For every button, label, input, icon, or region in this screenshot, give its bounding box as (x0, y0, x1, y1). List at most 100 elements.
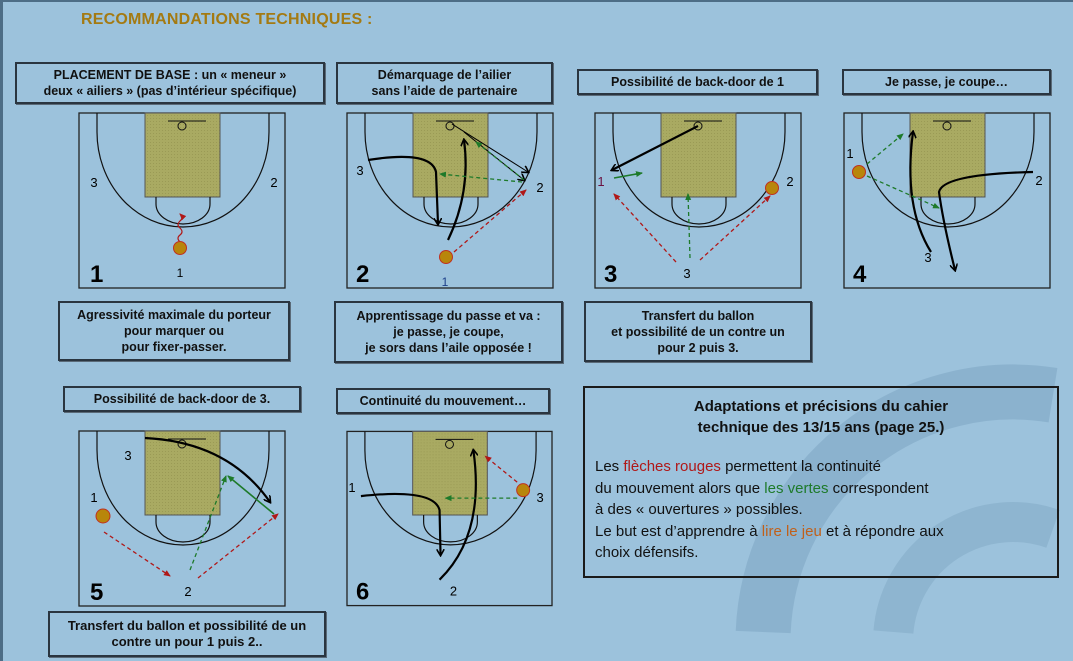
diagram-3-heading: Possibilité de back-door de 1 (577, 69, 818, 95)
caption-line: Transfert du ballon (641, 308, 755, 323)
basket-hoop (693, 121, 703, 131)
ball-handler (173, 241, 187, 255)
court-diagram-2: 1 2 3 2 (346, 112, 554, 289)
green-arrows-highlight: les vertes (764, 479, 829, 497)
player-label: 3 (683, 266, 690, 281)
free-throw-semicircle (423, 515, 478, 543)
red-arrows-highlight: flèches rouges (623, 458, 721, 475)
black-cut-arrow (447, 140, 466, 241)
player-label: 2 (270, 175, 277, 190)
three-point-line (612, 113, 786, 228)
free-throw-semicircle (671, 197, 727, 225)
caption-line: Agressivité maximale du porteur (77, 308, 271, 322)
free-throw-semicircle (155, 515, 211, 543)
ball-handler (852, 165, 866, 179)
text: Les (595, 458, 624, 475)
diagram-1-caption: Agressivité maximale du porteur pour mar… (58, 301, 290, 361)
red-pass-arrow (453, 189, 527, 253)
basket-hoop (445, 439, 454, 449)
court-diagram-4: 1 2 3 4 (843, 112, 1051, 289)
caption-line: je passe, je coupe, (393, 325, 504, 339)
green-pass-arrow (189, 475, 227, 571)
player-label: 3 (90, 175, 97, 190)
black-cut-arrow (360, 492, 441, 555)
text: permettent la continuité (720, 458, 882, 475)
player-label: 2 (184, 584, 191, 599)
watermark-logo (735, 364, 1060, 635)
watermark-inner-arc (873, 502, 1060, 635)
text: et à répondre aux (821, 522, 944, 540)
diagram-2-caption: Apprentissage du passe et va : je passe,… (334, 301, 563, 363)
painted-key (660, 112, 737, 198)
diagram-6-heading: Continuité du mouvement… (336, 388, 550, 414)
watermark-outer-arc (735, 364, 1058, 634)
black-cut-arrow (937, 170, 1034, 270)
player-label: 2 (450, 584, 457, 599)
player-label: 1 (846, 146, 853, 161)
black-cut-arrow (367, 155, 438, 224)
heading-line: Démarquage de l’ailier (377, 68, 512, 82)
text: du mouvement alors que (595, 479, 765, 497)
text: Le but est d’apprendre à (595, 522, 762, 540)
diagram-1-heading: PLACEMENT DE BASE : un « meneur » deux «… (15, 62, 325, 104)
heading-line: sans l’aide de partenaire (371, 84, 518, 98)
free-throw-semicircle (920, 197, 976, 225)
ball-handler (516, 483, 531, 498)
player-label: 1 (442, 275, 449, 289)
diagram-number: 5 (90, 579, 103, 606)
caption-line: contre un pour 1 puis 2.. (111, 634, 263, 649)
red-pass-arrow (197, 513, 279, 579)
ball-handler (439, 250, 453, 264)
green-pass-arrow (475, 141, 525, 181)
player-label: 2 (786, 174, 793, 189)
player-label: 2 (1035, 173, 1042, 188)
green-move-arrow (613, 171, 643, 179)
court-diagram-1: 1 2 3 1 (78, 112, 286, 289)
red-pass-arrow (484, 455, 518, 483)
adaptations-note: Adaptations et précisions du cahier tech… (583, 386, 1059, 578)
caption-line: pour fixer-passer. (121, 340, 227, 354)
basket-hoop (445, 121, 455, 131)
court-diagram-5: 1 2 3 5 (78, 430, 286, 607)
player-label: 1 (177, 266, 184, 280)
heading-line: Possibilité de back-door de 3. (93, 392, 271, 406)
heading-line: deux « ailiers » (pas d’intérieur spécif… (43, 84, 297, 98)
court-diagram-3: 1 2 3 3 (594, 112, 802, 289)
three-point-line (96, 113, 270, 228)
diagram-number: 3 (604, 261, 617, 288)
diagram-number: 1 (90, 261, 103, 288)
caption-line: Transfert du ballon et possibilité de un (67, 618, 307, 633)
painted-key (412, 112, 489, 198)
diagram-2-heading: Démarquage de l’ailier sans l’aide de pa… (336, 62, 553, 104)
note-heading: Adaptations et précisions du cahier tech… (595, 396, 1047, 438)
player-label: 3 (356, 163, 363, 178)
heading-line: Continuité du mouvement… (359, 394, 527, 408)
player-label: 3 (924, 250, 931, 265)
diagram-number: 4 (853, 261, 867, 288)
painted-key (144, 430, 221, 516)
player-label: 2 (536, 180, 543, 195)
black-backdoor-arrow (612, 125, 699, 170)
caption-line: pour 2 puis 3. (657, 340, 739, 355)
red-pass-arrow (699, 195, 771, 261)
caption-line: je sors dans l’aile opposée ! (365, 341, 532, 355)
red-pass-arrow (613, 193, 677, 263)
caption-line: pour marquer ou (123, 324, 224, 338)
player-label: 1 (90, 490, 97, 505)
heading-line: Je passe, je coupe… (885, 75, 1008, 89)
player-label: 3 (124, 448, 131, 463)
diagram-number: 2 (356, 261, 369, 288)
green-move-arrow (227, 475, 275, 515)
diagram-4-heading: Je passe, je coupe… (842, 69, 1051, 95)
green-pass-arrow (866, 175, 940, 209)
heading-line: PLACEMENT DE BASE : un « meneur » (53, 68, 287, 82)
text: choix défensifs. (595, 544, 699, 561)
ball-handler (765, 181, 779, 195)
heading-line: Possibilité de back-door de 1 (611, 75, 784, 89)
player-label: 3 (536, 490, 543, 505)
caption-line: et possibilité de un contre un (611, 324, 785, 339)
black-cut-arrow (438, 450, 476, 581)
green-pass-arrow (866, 133, 904, 165)
red-dribble-arrow (177, 213, 187, 243)
